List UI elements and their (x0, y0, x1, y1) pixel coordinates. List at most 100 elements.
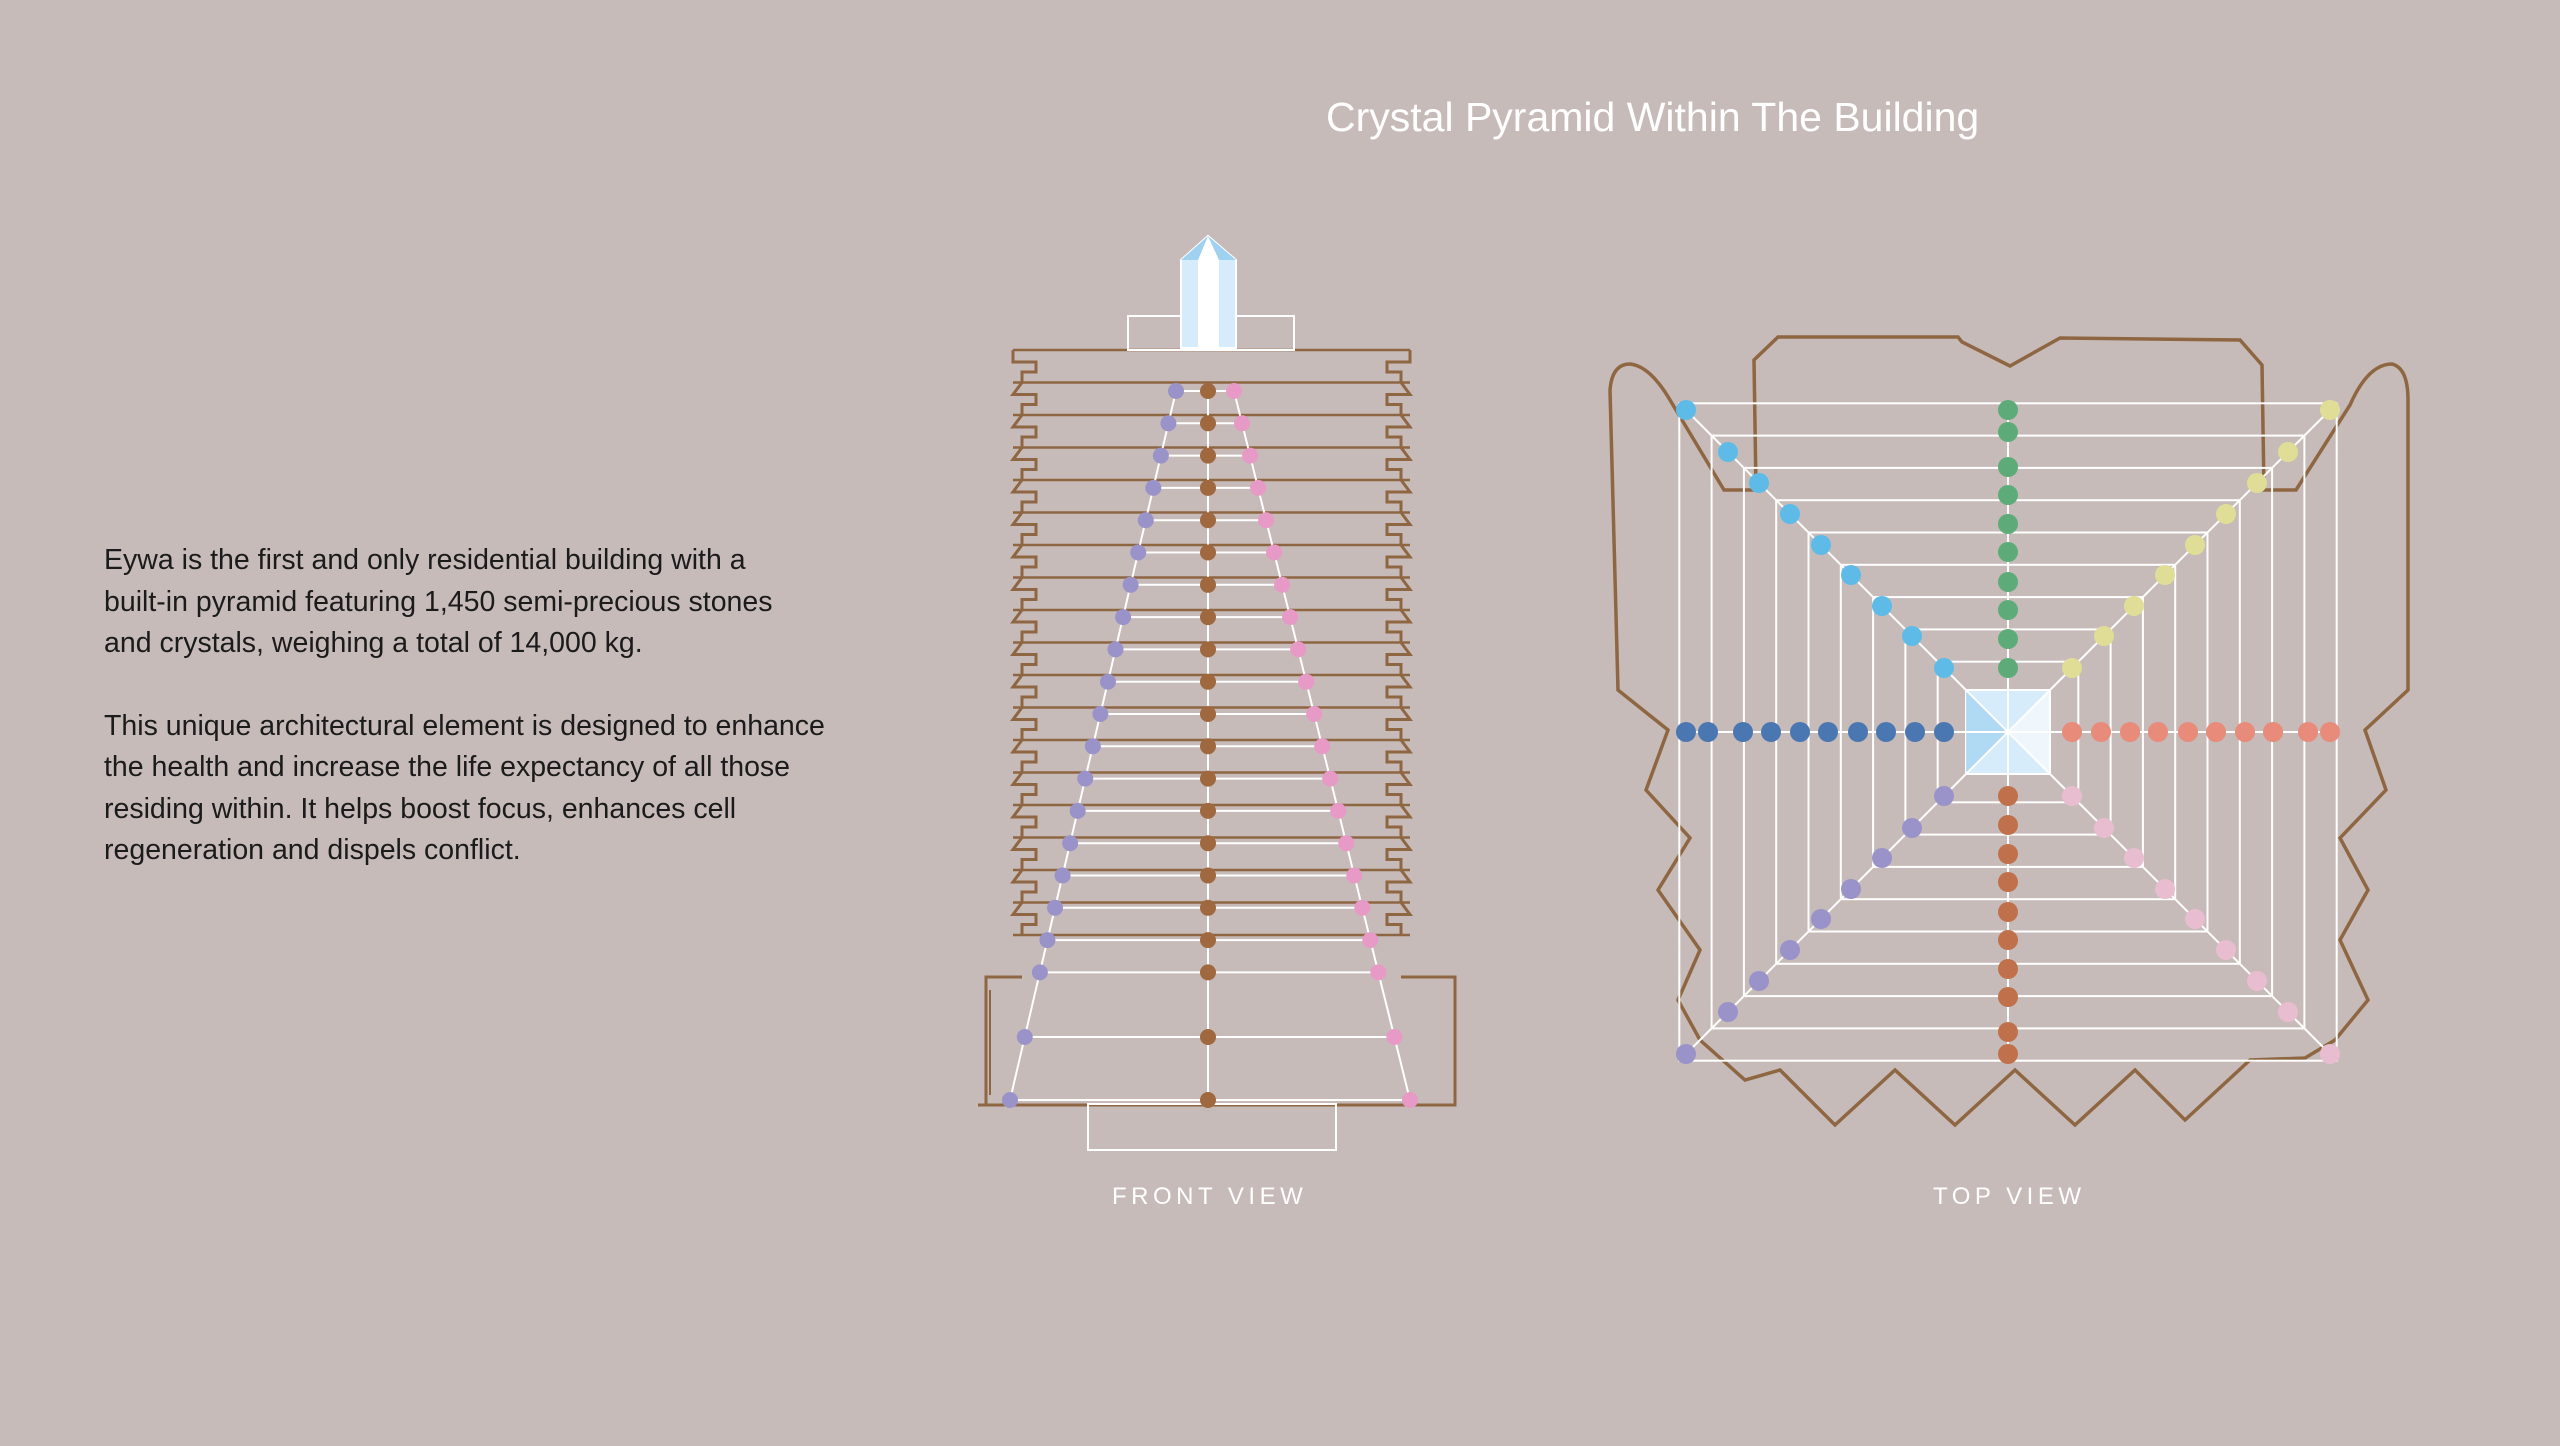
front-stone-right (1226, 383, 1242, 399)
top-stone-nw (1749, 473, 1769, 493)
front-stone-left (1092, 706, 1109, 722)
front-stone-center (1200, 932, 1216, 949)
front-stone-center (1200, 802, 1216, 819)
top-stone-ne (2247, 473, 2267, 493)
top-stone-e (2263, 722, 2283, 742)
top-stone-se (2216, 940, 2236, 960)
front-stone-left (1107, 641, 1124, 658)
top-stone-w (1848, 722, 1868, 742)
description-paragraph-1: Eywa is the first and only residential b… (104, 544, 773, 659)
top-stone-w (1761, 722, 1781, 742)
top-stone-nw (1718, 442, 1738, 462)
front-stone-left (1077, 770, 1094, 787)
front-stone-right (1298, 673, 1315, 690)
top-stone-sw (1676, 1044, 1696, 1064)
top-stone-s (1998, 815, 2018, 835)
front-stone-center (1200, 641, 1216, 658)
top-stone-n (1998, 542, 2018, 562)
top-stone-w (1698, 722, 1718, 742)
top-stone-s (1998, 786, 2018, 806)
front-stone-left (1160, 415, 1177, 432)
front-stone-center (1200, 415, 1216, 432)
top-stone-n (1998, 600, 2018, 620)
top-stone-e (2178, 722, 2198, 742)
description: Eywa is the first and only residential b… (104, 540, 884, 913)
top-stone-s (1998, 959, 2018, 979)
front-stone-right (1330, 802, 1347, 819)
top-stone-n (1998, 457, 2018, 477)
top-stone-s (1998, 902, 2018, 922)
description-paragraph-2: This unique architectural element is des… (104, 709, 825, 867)
top-stone-e (2091, 722, 2111, 742)
top-view-footprint (1608, 335, 2410, 1128)
front-stone-left (1168, 383, 1184, 399)
front-stone-center (1200, 738, 1216, 755)
top-stone-ne (2094, 626, 2114, 646)
top-stone-nw (1811, 535, 1831, 555)
top-stone-se (2094, 818, 2114, 838)
top-stone-n (1998, 485, 2018, 505)
front-stone-right (1402, 1092, 1418, 1108)
front-stone-left (1002, 1092, 1018, 1108)
top-stone-se (2155, 879, 2175, 899)
top-stone-nw (1780, 504, 1800, 524)
front-stone-center (1200, 673, 1216, 690)
top-stone-sw (1718, 1002, 1738, 1022)
top-stone-sw (1902, 818, 1922, 838)
top-stone-nw (1872, 596, 1892, 616)
top-stone-e (2320, 722, 2340, 742)
page-title: Crystal Pyramid Within The Building (1326, 94, 1980, 140)
top-stone-se (2124, 848, 2144, 868)
front-stone-center (1200, 867, 1216, 884)
front-stone-center (1200, 1029, 1216, 1045)
front-stone-right (1338, 835, 1355, 852)
top-stone-nw (1934, 658, 1954, 678)
top-stone-e (2148, 722, 2168, 742)
top-stone-w (1876, 722, 1896, 742)
front-stone-right (1274, 576, 1291, 593)
front-stone-center (1200, 899, 1216, 916)
front-stone-left (1130, 544, 1147, 561)
top-stone-sw (1841, 879, 1861, 899)
top-stone-se (2278, 1002, 2298, 1022)
front-stone-left (1152, 447, 1169, 464)
top-stone-nw (1902, 626, 1922, 646)
front-stone-center (1200, 383, 1216, 399)
front-stone-center (1200, 1092, 1216, 1108)
top-stone-s (1998, 987, 2018, 1007)
front-stone-right (1386, 1029, 1403, 1045)
front-stone-right (1234, 415, 1251, 432)
top-stone-w (1905, 722, 1925, 742)
top-stone-nw (1676, 400, 1696, 420)
top-stone-n (1998, 572, 2018, 592)
top-stone-sw (1811, 909, 1831, 929)
top-stone-w (1733, 722, 1753, 742)
front-stone-right (1306, 706, 1323, 722)
top-stone-ne (2320, 400, 2340, 420)
front-stone-left (1062, 835, 1079, 852)
top-stone-e (2120, 722, 2140, 742)
top-stone-ne (2216, 504, 2236, 524)
top-stone-sw (1934, 786, 1954, 806)
top-stone-w (1676, 722, 1696, 742)
front-stone-center (1200, 544, 1216, 561)
crystal-top-facet (1181, 236, 1236, 260)
top-stone-n (1998, 422, 2018, 442)
front-stone-right (1354, 899, 1371, 916)
front-view-foundation (1087, 1103, 1337, 1151)
front-stone-center (1200, 835, 1216, 852)
front-stone-right (1250, 479, 1267, 496)
front-stone-center (1200, 770, 1216, 787)
front-stone-center (1200, 479, 1216, 496)
front-stone-center (1200, 512, 1216, 529)
top-stone-w (1790, 722, 1810, 742)
front-stone-left (1137, 512, 1154, 529)
top-stone-ne (2155, 565, 2175, 585)
top-stone-s (1998, 1044, 2018, 1064)
top-stone-e (2206, 722, 2226, 742)
front-stone-left (1115, 609, 1132, 626)
front-stone-center (1200, 576, 1216, 593)
top-stone-n (1998, 629, 2018, 649)
top-stone-w (1934, 722, 1954, 742)
